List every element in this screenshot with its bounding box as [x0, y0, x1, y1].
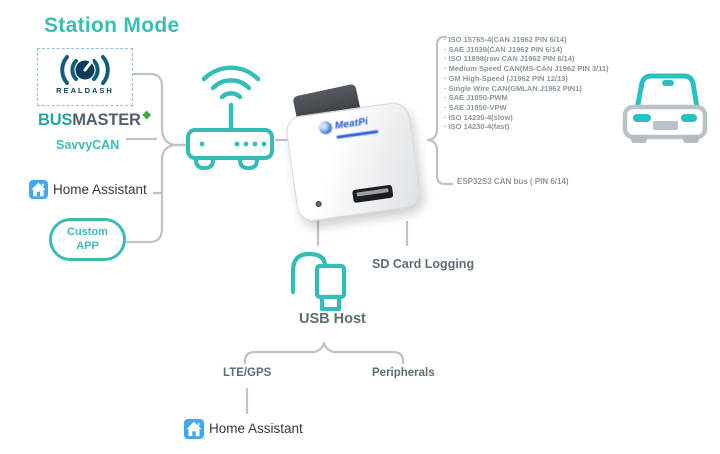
car-license-plate [653, 121, 678, 130]
usb-host-label: USB Host [299, 311, 366, 327]
usb-plug-tip [319, 294, 342, 312]
brace-device-right [426, 35, 454, 186]
device-logo-icon [318, 120, 333, 136]
lte-gps-label: LTE/GPS [223, 367, 272, 379]
car-icon [622, 73, 708, 143]
esp-can-bus-label: ESP32S3 CAN bus ( PIN 6/14) [457, 177, 569, 186]
realdash-logo-box: REALDASH [37, 48, 133, 106]
usb-port [352, 184, 394, 204]
home-assistant-icon [29, 180, 48, 199]
wifi-router-icon [186, 65, 274, 170]
custom-app-line1: Custom [67, 225, 108, 238]
protocol-item: SAE J1850-VPW [444, 103, 609, 113]
busmaster-arrows-icon: ❖ [141, 110, 152, 122]
car-wheel-right [683, 135, 699, 143]
device-button [315, 200, 323, 208]
protocol-item: ISO 15765-4(CAN J1962 PIN 6/14) [444, 35, 609, 45]
peripherals-label: Peripherals [372, 367, 435, 379]
line-realdash-to-router [131, 72, 188, 147]
protocol-item: GM High-Speed (J1962 PIN 12/13) [444, 74, 609, 84]
home-assistant-icon-bottom [184, 419, 204, 439]
protocol-item: ISO 14230-4(slow) [444, 113, 609, 123]
custom-app-line2: APP [76, 239, 99, 252]
busmaster-master-text: MASTER [72, 111, 141, 129]
wifi-arc-small [219, 91, 243, 100]
protocol-list: ISO 15765-4(CAN J1962 PIN 6/14) SAE J193… [444, 35, 609, 132]
connector-lines [125, 35, 454, 415]
realdash-label: REALDASH [56, 86, 114, 95]
sd-card-logging-label: SD Card Logging [372, 257, 475, 271]
car-headlight-right [681, 114, 697, 122]
wican-device: MeatPi [279, 77, 436, 230]
usb-cable [290, 251, 328, 295]
protocol-item: Medium Speed CAN(MS-CAN J1962 PIN 3/11) [444, 64, 609, 74]
home-assistant-label: Home Assistant [53, 182, 147, 197]
protocol-item: SAE J1850-PWM [444, 93, 609, 103]
protocol-item: Single Wire CAN(GMLAN J1962 PIN1) [444, 84, 609, 94]
realdash-gauge-icon [60, 55, 110, 85]
router-feet [194, 158, 259, 170]
busmaster-bus-text: BUS [38, 111, 73, 129]
device-logo-text: MeatPi [334, 116, 369, 132]
wifi-arc-medium [210, 78, 252, 91]
busmaster-logo: BUSMASTER❖ [38, 109, 152, 130]
car-mirror [662, 80, 674, 86]
brace-usb-host [243, 341, 405, 365]
wifi-arc-large [201, 65, 261, 82]
page-title: Station Mode [44, 14, 180, 37]
protocol-item: ISO 14230-4(fast) [444, 122, 609, 132]
line-router-to-customapp [125, 143, 188, 244]
savvycan-label: SavvyCAN [56, 138, 120, 152]
car-wheel-left [631, 135, 647, 143]
router-body [186, 128, 274, 160]
house-icon [31, 182, 46, 197]
usb-cable-icon [290, 251, 347, 312]
usb-plug-body [314, 263, 347, 300]
custom-app-node: Custom APP [49, 218, 126, 261]
protocol-item: SAE J1939(CAN J1962 PIN 6/14) [444, 45, 609, 55]
protocol-item: ISO 11898(raw CAN J1962 PIN 6/14) [444, 54, 609, 64]
home-assistant-label-bottom: Home Assistant [209, 421, 303, 436]
house-icon [186, 421, 202, 437]
device-body: MeatPi [284, 100, 422, 223]
car-windshield [633, 73, 701, 115]
car-headlight-left [633, 114, 651, 122]
router-leds [199, 141, 267, 147]
